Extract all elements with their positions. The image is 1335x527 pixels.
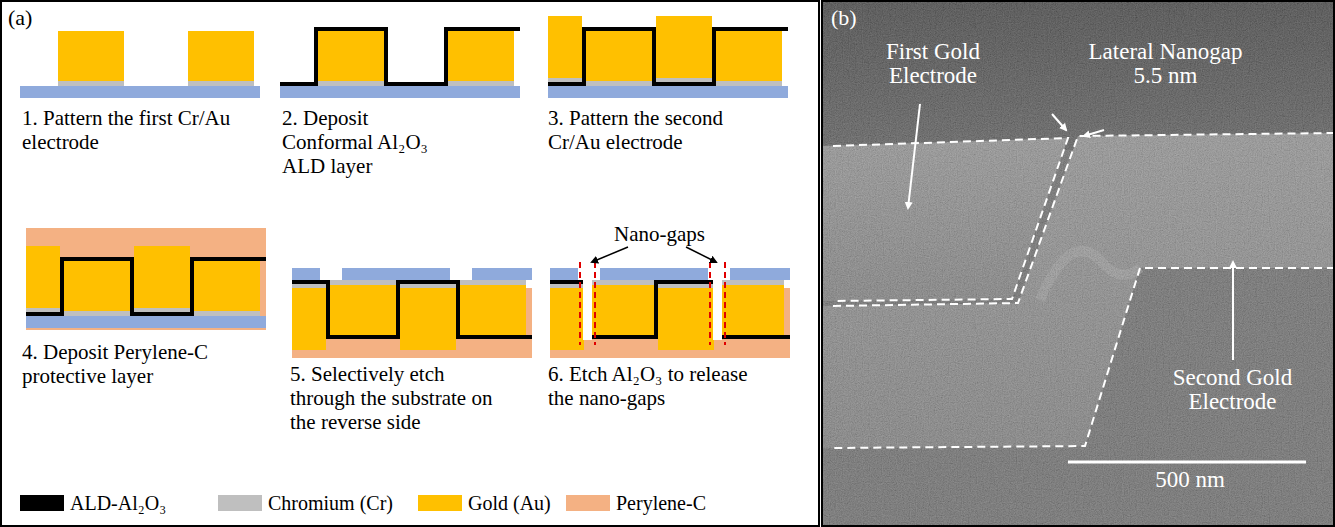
panel-label: (a) — [8, 6, 32, 30]
legend-swatch — [566, 495, 610, 511]
legend-swatch — [218, 495, 262, 511]
legend-text: Gold (Au) — [468, 492, 551, 514]
sem-label: First Gold Electrode — [858, 40, 1008, 88]
legend-swatch — [418, 495, 462, 511]
step-caption: 4. Deposit Perylene-C protective layer — [22, 340, 237, 388]
panel-label: (b) — [831, 6, 857, 30]
step-caption: 2. Deposit Conformal Al₂O₃ ALD layer — [282, 106, 442, 178]
step-caption: 5. Selectively etch through the substrat… — [290, 362, 505, 434]
legend-swatch — [20, 495, 64, 511]
panel-frame: (a) — [0, 0, 820, 527]
step-caption: 6. Etch Al₂O₃ to release the nano-gaps — [548, 362, 763, 410]
callout-label: Nano-gaps — [614, 222, 714, 246]
step-caption: 1. Pattern the first Cr/Au electrode — [22, 106, 232, 154]
sem-label: Second Gold Electrode — [1140, 366, 1325, 414]
scale-bar-label: 500 nm — [1130, 468, 1250, 492]
legend-text: Chromium (Cr) — [268, 492, 393, 514]
step-caption: 3. Pattern the second Cr/Au electrode — [548, 106, 773, 154]
sem-label: Lateral Nanogap 5.5 nm — [1078, 40, 1253, 88]
legend-text: Perylene-C — [616, 492, 706, 514]
legend-text: ALD-Al₂O₃ — [70, 492, 166, 514]
